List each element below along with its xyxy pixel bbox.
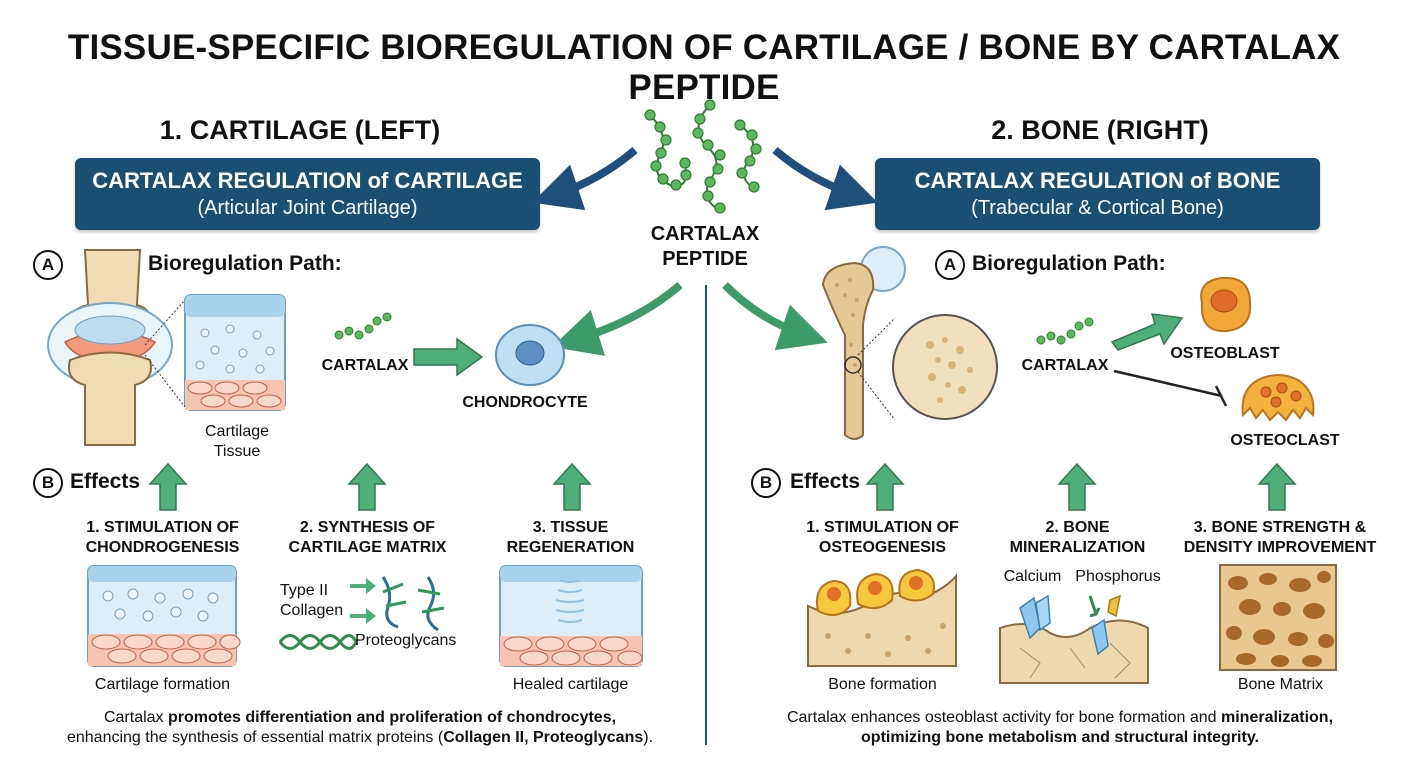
cartilage-tissue-label-line2: Tissue: [213, 443, 261, 460]
effect-matrix-title: 2. SYNTHESIS OF CARTILAGE MATRIX: [275, 518, 460, 558]
effect-title-line1: 1. STIMULATION OF: [806, 519, 959, 536]
effect-osteogenesis-title: 1. STIMULATION OF OSTEOGENESIS: [790, 518, 975, 558]
bone-section-heading: 2. BONE (RIGHT): [991, 115, 1209, 145]
cartilage-summary-text: enhancing the synthesis of essential mat…: [66, 729, 444, 746]
phosphorus-label: Phosphorus: [1075, 568, 1161, 585]
bone-banner-subtitle: (Trabecular & Cortical Bone): [971, 197, 1224, 219]
healed-cartilage-illustration: [499, 565, 643, 667]
cartilage-banner-title: CARTALAX REGULATION of CARTILAGE: [92, 168, 523, 193]
effect-title-line2: CARTILAGE MATRIX: [288, 539, 447, 556]
cartilage-path-title: Bioregulation Path:: [148, 252, 342, 275]
bone-effects-title: Effects: [790, 470, 861, 493]
peptide-label-line2: PEPTIDE: [662, 248, 748, 270]
zoom-lines: [144, 299, 186, 408]
bone-banner-title: CARTALAX REGULATION of BONE: [914, 168, 1281, 193]
effect-title-line1: 2. BONE: [1045, 519, 1110, 536]
bone-matrix-caption: Bone Matrix: [1237, 676, 1324, 693]
cartilage-summary: Cartalax promotes differentiation and pr…: [20, 708, 700, 748]
chondrocyte-cell-icon: [495, 324, 565, 386]
arrow-to-bone-banner: [772, 146, 878, 211]
cartilage-tissue-inset: [184, 294, 286, 411]
cartilage-summary-bold: promotes differentiation and proliferati…: [168, 709, 617, 726]
femur-bone-illustration: [821, 246, 906, 440]
proteoglycan-wave-icon: [278, 634, 358, 650]
type2-label-line1: Type II: [280, 582, 329, 599]
effect-title-line2: OSTEOGENESIS: [818, 539, 947, 556]
bone-summary: Cartalax enhances osteoblast activity fo…: [720, 708, 1400, 748]
cartilage-tissue-label: Cartilage Tissue: [182, 422, 292, 462]
osteoblast-label: OSTEOBLAST: [1170, 345, 1280, 362]
bone-agent-label: CARTALAX: [1021, 357, 1109, 374]
bone-matrix-illustration: [1219, 564, 1337, 671]
bone-banner: CARTALAX REGULATION of BONE (Trabecular …: [875, 158, 1320, 230]
cartilage-formation-caption: Cartilage formation: [94, 676, 231, 693]
cartilage-tissue-label-line1: Cartilage: [204, 423, 270, 440]
up-arrow-icon: [865, 462, 905, 511]
cartilage-agent-label: CARTALAX: [321, 357, 409, 374]
page-title: TISSUE-SPECIFIC BIOREGULATION OF CARTILA…: [67, 28, 1341, 107]
cartilage-path-badge: A: [33, 250, 63, 280]
bone-path-title: Bioregulation Path:: [972, 252, 1166, 275]
effect-density-title: 3. BONE STRENGTH & DENSITY IMPROVEMENT: [1180, 518, 1380, 558]
osteoclast-label: OSTEOCLAST: [1230, 432, 1340, 449]
cartilage-summary-text: Cartalax: [103, 709, 168, 726]
effect-title-line1: 3. TISSUE: [532, 519, 609, 536]
cartilage-formation-illustration: [87, 565, 241, 667]
arrow-to-osteoblast-icon: [1110, 313, 1184, 351]
effect-mineralization-title: 2. BONE MINERALIZATION: [985, 518, 1170, 558]
osteoclast-cell-icon: [1241, 374, 1315, 422]
calcium-label: Calcium: [1003, 568, 1062, 585]
inhibit-osteoclast-icon: [1113, 369, 1228, 407]
mineralization-illustration: [999, 594, 1149, 684]
cartilage-effects-title: Effects: [70, 470, 141, 493]
up-arrow-icon: [1257, 462, 1297, 511]
cartilage-section-heading: 1. CARTILAGE (LEFT): [159, 115, 441, 145]
effect-title-line1: 1. STIMULATION OF: [86, 519, 239, 536]
bone-effects-badge: B: [751, 468, 781, 498]
peptide-chain-icon: [644, 99, 762, 214]
knee-joint-illustration: [47, 249, 173, 446]
effect-title-line2: DENSITY IMPROVEMENT: [1183, 539, 1377, 556]
cartilage-banner-subtitle: (Articular Joint Cartilage): [197, 197, 418, 219]
effect-title-line2: MINERALIZATION: [1009, 539, 1146, 556]
cartilage-summary-bold: Collagen II, Proteoglycans: [443, 729, 644, 746]
up-arrow-icon: [347, 462, 387, 511]
arrow-to-chondrocyte: [552, 281, 683, 356]
cartilage-effects-badge: B: [33, 468, 63, 498]
collagen-fibers-illustration: [350, 576, 445, 632]
healed-cartilage-caption: Healed cartilage: [512, 676, 629, 693]
cartilage-summary-text: ).: [643, 729, 654, 746]
type2-collagen-label: Type II Collagen: [280, 581, 350, 621]
peptide-label-line1: CARTALAX: [650, 223, 760, 245]
effect-title-line2: REGENERATION: [506, 539, 635, 556]
cartalax-molecule-icon: [334, 312, 392, 340]
arrow-to-cartilage-banner: [532, 146, 638, 211]
up-arrow-icon: [1057, 462, 1097, 511]
effect-title-line1: 3. BONE STRENGTH &: [1193, 519, 1367, 536]
bone-path-badge: A: [935, 250, 965, 280]
proteoglycans-label: Proteoglycans: [355, 632, 457, 649]
osteoblast-cell-icon: [1200, 276, 1252, 333]
cartilage-banner: CARTALAX REGULATION of CARTILAGE (Articu…: [75, 158, 540, 230]
chondrocyte-label: CHONDROCYTE: [462, 394, 588, 411]
trabecular-bone-inset: [892, 314, 998, 420]
type2-label-line2: Collagen: [280, 602, 344, 619]
arrow-to-chondrocyte-icon: [413, 337, 484, 377]
effect-title-line2: CHONDROGENESIS: [85, 539, 240, 556]
cartalax-molecule-icon: [1036, 317, 1094, 345]
up-arrow-icon: [552, 462, 592, 511]
effect-title-line1: 2. SYNTHESIS OF: [299, 519, 436, 536]
arrow-to-femur: [722, 282, 828, 351]
effect-regeneration-title: 3. TISSUE REGENERATION: [478, 518, 663, 558]
effect-chondrogenesis-title: 1. STIMULATION OF CHONDROGENESIS: [70, 518, 255, 558]
bone-formation-illustration: [807, 568, 957, 667]
bone-summary-bold: optimizing bone metabolism and structura…: [861, 729, 1259, 746]
bone-summary-bold: mineralization,: [1221, 709, 1334, 726]
peptide-label: CARTALAX PEPTIDE: [620, 222, 790, 272]
up-arrow-icon: [148, 462, 188, 511]
bone-formation-caption: Bone formation: [828, 676, 937, 693]
zoom-lines: [857, 317, 896, 421]
bone-summary-text: Cartalax enhances osteoblast activity fo…: [786, 709, 1221, 726]
